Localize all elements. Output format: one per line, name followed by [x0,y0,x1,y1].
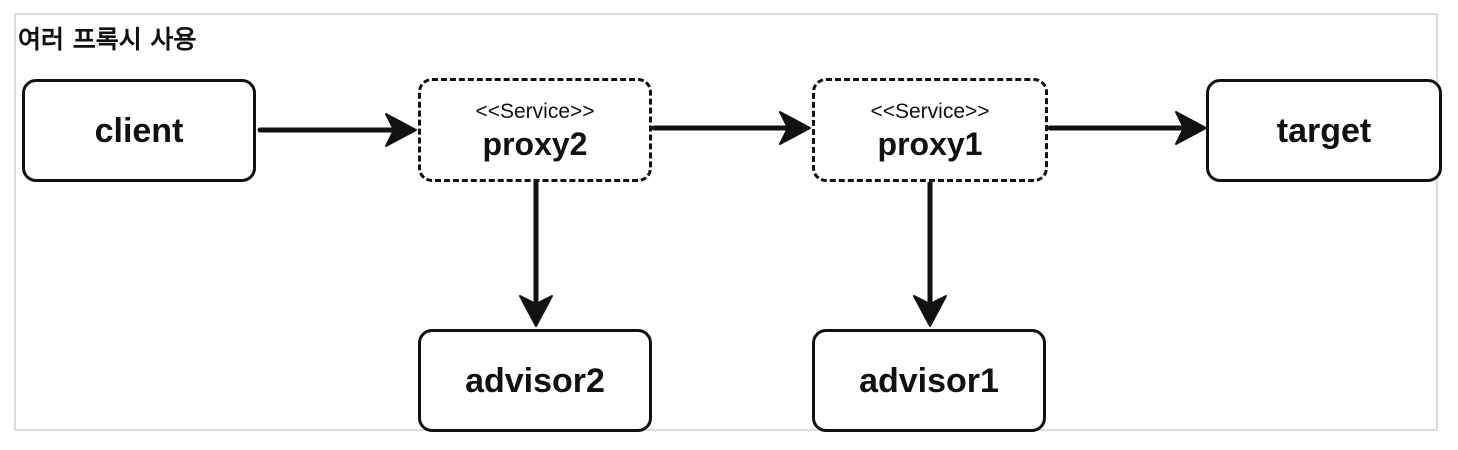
proxy2-node: <<Service>> proxy2 [418,78,652,182]
advisor1-node: advisor1 [812,329,1046,432]
proxy1-stereotype: <<Service>> [870,99,990,123]
client-label: client [94,111,184,150]
diagram-canvas [14,13,1438,431]
advisor1-label: advisor1 [859,361,999,400]
target-label: target [1276,111,1372,150]
proxy1-node: <<Service>> proxy1 [812,78,1048,182]
proxy2-stereotype: <<Service>> [475,99,595,123]
advisor2-label: advisor2 [465,361,605,400]
proxy2-label: proxy2 [482,125,588,162]
proxy1-label: proxy1 [877,125,983,162]
diagram-title: 여러 프록시 사용 [18,25,197,54]
advisor2-node: advisor2 [418,329,652,432]
target-node: target [1206,79,1442,182]
client-node: client [22,79,256,182]
